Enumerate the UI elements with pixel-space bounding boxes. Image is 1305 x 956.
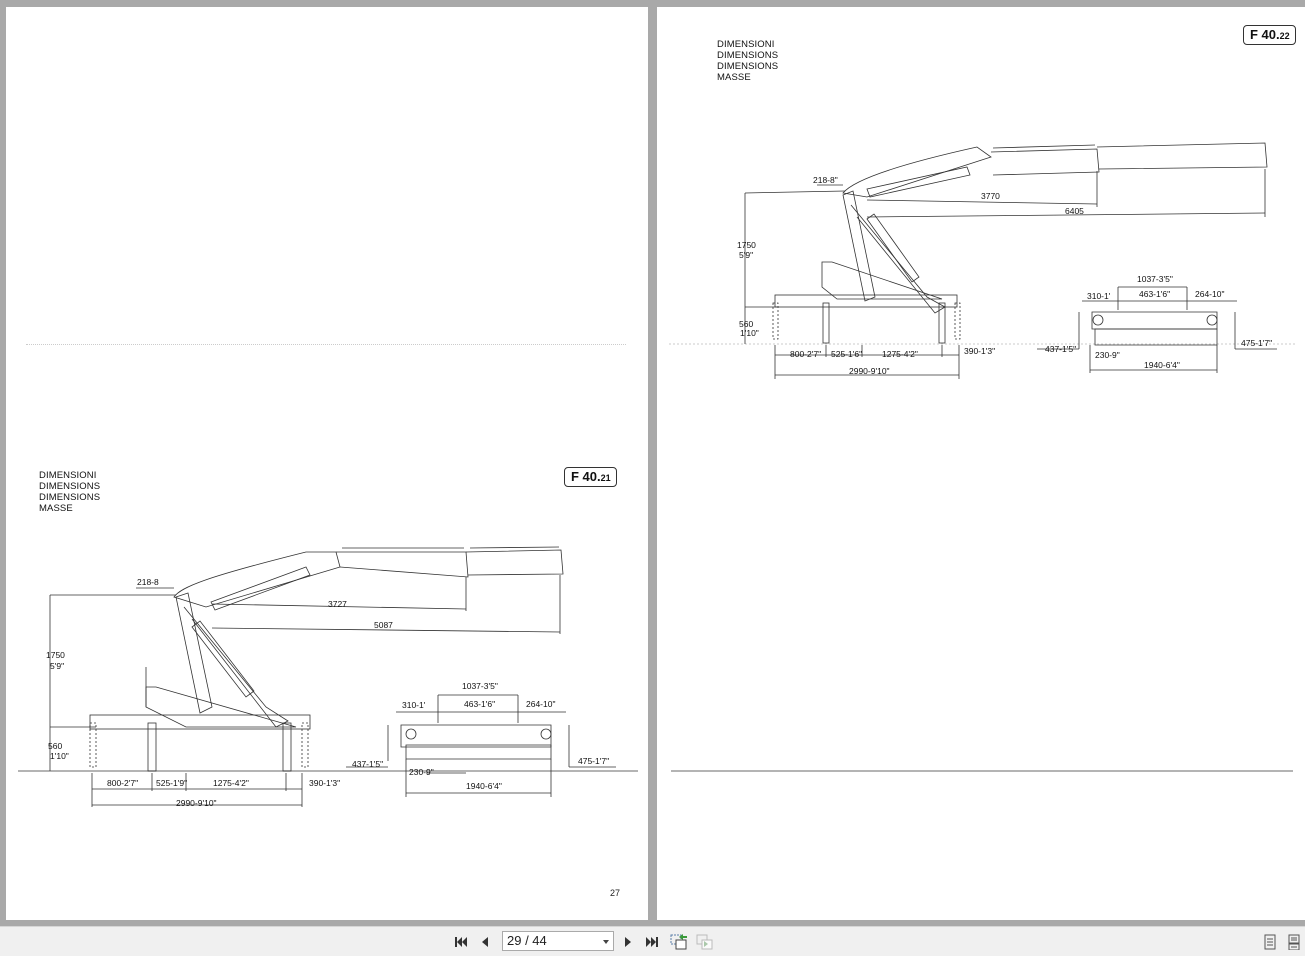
svg-text:560: 560 [739, 319, 753, 329]
svg-text:218-8": 218-8" [813, 175, 838, 185]
svg-text:437-1'5": 437-1'5" [352, 759, 383, 769]
svg-text:2990-9'10": 2990-9'10" [176, 798, 217, 808]
page-28: DIMENSIONI DIMENSIONS DIMENSIONS MASSE F… [657, 7, 1305, 920]
svg-text:437-1'5": 437-1'5" [1045, 344, 1076, 354]
model-main: F 40. [571, 469, 601, 484]
page-number: 27 [610, 888, 621, 898]
svg-text:1'10": 1'10" [740, 328, 759, 338]
svg-text:475-1'7": 475-1'7" [1241, 338, 1272, 348]
model-badge: F 40.21 [564, 467, 617, 487]
header-line: DIMENSIONI [39, 470, 97, 481]
svg-text:3770: 3770 [981, 191, 1000, 201]
header-line: DIMENSIONS [717, 50, 779, 61]
section-header: DIMENSIONI DIMENSIONS DIMENSIONS MASSE [39, 470, 100, 514]
model-main: F 40. [1250, 27, 1280, 42]
single-page-view-icon [1264, 934, 1276, 950]
svg-text:560: 560 [48, 741, 62, 751]
next-page-icon [625, 937, 631, 947]
document-viewer[interactable]: DIMENSIONI DIMENSIONS DIMENSIONS MASSE F… [0, 0, 1305, 926]
svg-text:230-9": 230-9" [409, 767, 434, 777]
svg-text:218-8: 218-8 [137, 577, 159, 587]
crane-dimension-drawing: 218-8" 3770 6405 1750 5'9" 560 1'10" 800… [669, 142, 1297, 772]
svg-text:390-1'3": 390-1'3" [964, 346, 995, 356]
svg-text:1275-4'2": 1275-4'2" [882, 349, 918, 359]
single-page-view-button[interactable] [1261, 933, 1279, 951]
svg-text:800-2'7": 800-2'7" [790, 349, 821, 359]
crane-dimension-drawing: 218-8 3727 5087 1750 5'9" 560 1'10" 800-… [18, 546, 638, 808]
svg-text:525-1'6": 525-1'6" [831, 349, 862, 359]
continuous-page-view-button[interactable] [1285, 933, 1303, 951]
header-line: DIMENSIONS [717, 61, 779, 72]
svg-text:5'9": 5'9" [50, 661, 64, 671]
model-sub: 21 [600, 473, 611, 483]
svg-text:463-1'6": 463-1'6" [1139, 289, 1170, 299]
svg-text:310-1': 310-1' [402, 700, 426, 710]
svg-text:1'10": 1'10" [50, 751, 69, 761]
svg-text:2990-9'10": 2990-9'10" [849, 366, 890, 376]
model-sub: 22 [1279, 31, 1290, 41]
previous-page-icon [482, 937, 488, 947]
first-page-button[interactable] [452, 933, 470, 951]
header-line: DIMENSIONI [717, 39, 775, 50]
model-badge: F 40.22 [1243, 25, 1296, 45]
last-page-button[interactable] [643, 933, 661, 951]
header-line: MASSE [39, 503, 73, 514]
svg-text:1750: 1750 [737, 240, 756, 250]
header-line: MASSE [717, 72, 751, 83]
forward-view-icon [696, 934, 713, 950]
svg-text:475-1'7": 475-1'7" [578, 756, 609, 766]
next-page-button[interactable] [619, 933, 637, 951]
svg-text:1940-6'4": 1940-6'4" [1144, 360, 1180, 370]
svg-text:3727: 3727 [328, 599, 347, 609]
svg-text:463-1'6": 463-1'6" [464, 699, 495, 709]
svg-text:5'9": 5'9" [739, 250, 753, 260]
svg-text:390-1'3": 390-1'3" [309, 778, 340, 788]
faint-divider [26, 344, 626, 345]
svg-text:1037-3'5": 1037-3'5" [1137, 274, 1173, 284]
page-selector-value: 29 / 44 [507, 933, 547, 948]
svg-text:525-1'9": 525-1'9" [156, 778, 187, 788]
svg-text:230-9": 230-9" [1095, 350, 1120, 360]
last-page-icon [646, 937, 658, 947]
svg-text:5087: 5087 [374, 620, 393, 630]
svg-text:1275-4'2": 1275-4'2" [213, 778, 249, 788]
page-selector[interactable]: 29 / 44 [502, 931, 614, 951]
previous-page-button[interactable] [476, 933, 494, 951]
svg-text:1940-6'4": 1940-6'4" [466, 781, 502, 791]
first-page-icon [455, 937, 467, 947]
svg-text:264-10": 264-10" [1195, 289, 1224, 299]
svg-text:800-2'7": 800-2'7" [107, 778, 138, 788]
svg-text:310-1': 310-1' [1087, 291, 1111, 301]
svg-text:1750: 1750 [46, 650, 65, 660]
back-view-button[interactable] [670, 933, 688, 951]
chevron-down-icon [603, 940, 609, 944]
svg-text:264-10": 264-10" [526, 699, 555, 709]
header-line: DIMENSIONS [39, 481, 101, 492]
header-line: DIMENSIONS [39, 492, 101, 503]
back-view-icon [670, 934, 687, 950]
page-27: DIMENSIONI DIMENSIONS DIMENSIONS MASSE F… [6, 7, 648, 920]
navigation-toolbar: 29 / 44 [0, 926, 1305, 956]
svg-text:6405: 6405 [1065, 206, 1084, 216]
svg-text:1037-3'5": 1037-3'5" [462, 681, 498, 691]
continuous-page-view-icon [1288, 934, 1300, 950]
section-header: DIMENSIONI DIMENSIONS DIMENSIONS MASSE [717, 39, 778, 83]
forward-view-button[interactable] [696, 933, 714, 951]
